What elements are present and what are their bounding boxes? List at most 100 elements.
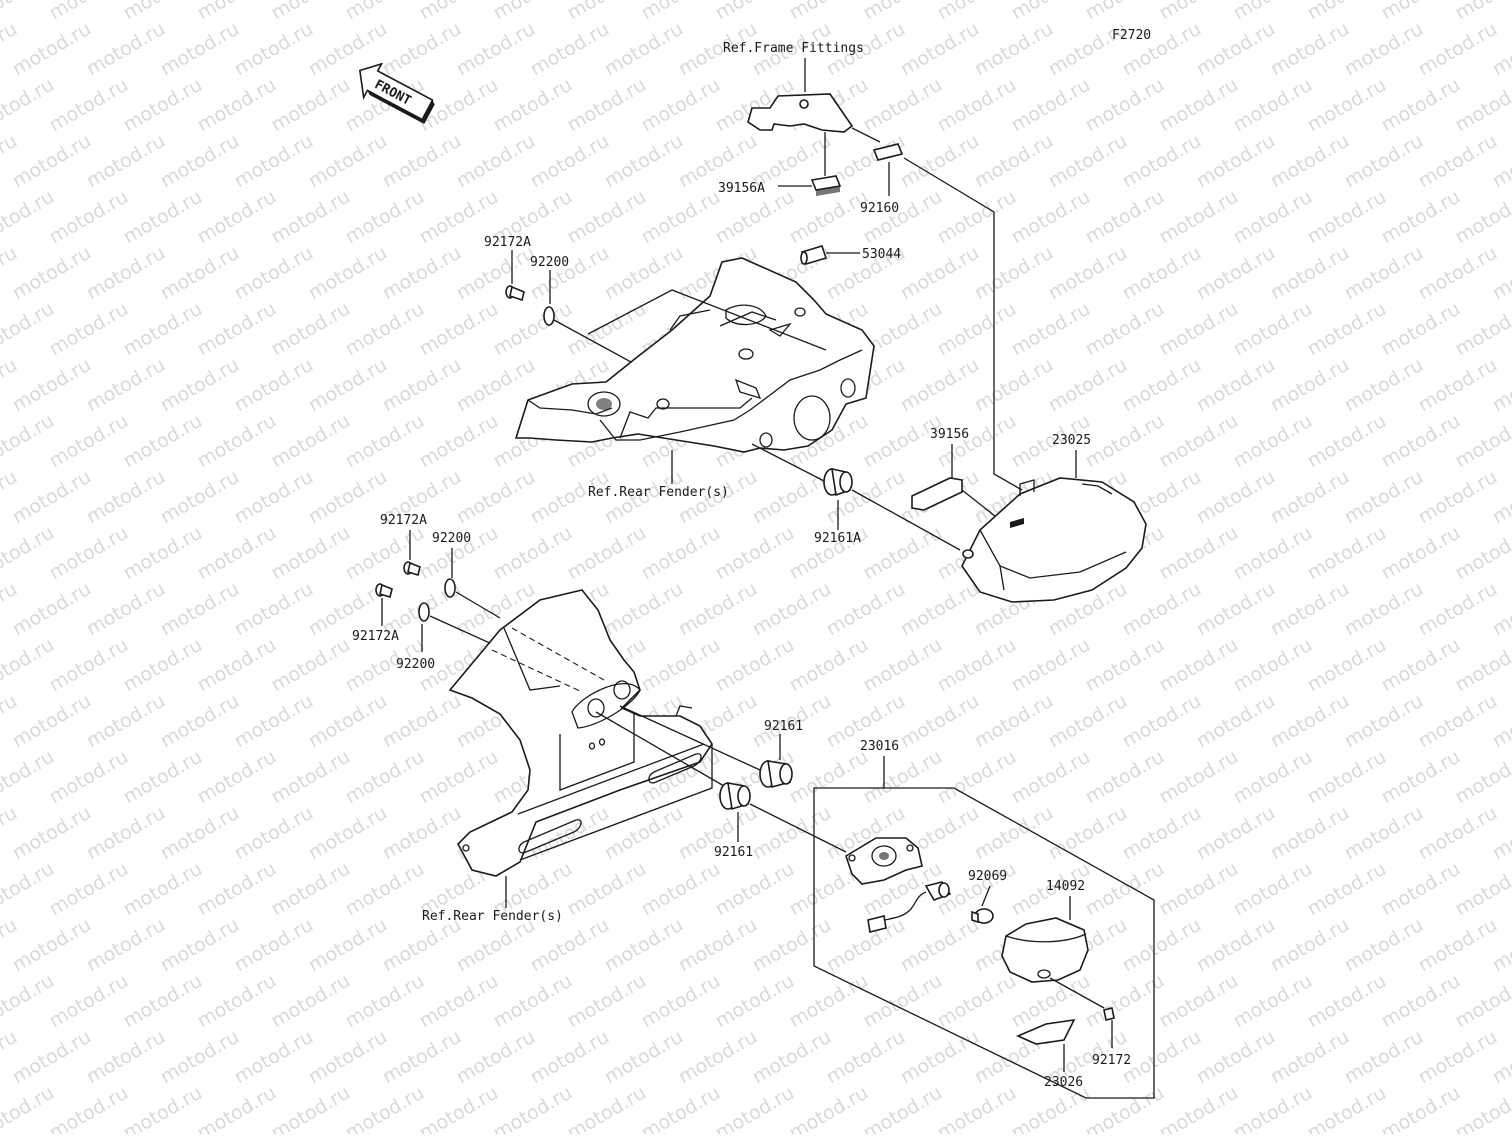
watermark-text: motod.ru [1156,0,1242,24]
watermark-text: motod.ru [490,74,576,137]
watermark-text: motod.ru [157,578,243,641]
watermark-text: motod.ru [1193,18,1279,81]
watermark-text: motod.ru [601,18,687,81]
lens-cover-14092 [1002,918,1088,982]
watermark-text: motod.ru [1230,634,1316,697]
watermark-text: motod.ru [1082,0,1168,24]
label-ref-rear-fender-upper: Ref.Rear Fender(s) [588,485,729,500]
watermark-text: motod.ru [46,410,132,473]
watermark-text: motod.ru [1230,0,1316,24]
watermark-text: motod.ru [268,186,354,249]
watermark-text: motod.ru [712,522,798,585]
watermark-text: motod.ru [564,858,650,921]
watermark-text: motod.ru [1304,0,1390,24]
watermark-text: motod.ru [416,746,502,809]
watermark-text: motod.ru [1378,746,1464,809]
watermark-text: motod.ru [342,0,428,24]
watermark-text: motod.ru [1304,858,1390,921]
watermark-text: motod.ru [601,242,687,305]
watermark-text: motod.ru [897,354,983,417]
label-92172: 92172 [1092,1053,1131,1068]
watermark-text: motod.ru [1156,634,1242,697]
watermark-text: motod.ru [1119,914,1205,977]
watermark-text: motod.ru [1267,242,1353,305]
watermark-text: motod.ru [638,0,724,24]
watermark-text: motod.ru [157,18,243,81]
watermark-text: motod.ru [749,914,835,977]
watermark-text: motod.ru [1119,802,1205,865]
watermark-text: motod.ru [749,578,835,641]
watermark-text: motod.ru [231,130,317,193]
watermark-text: motod.ru [1267,1026,1353,1089]
watermark-text: motod.ru [9,802,95,865]
watermark-text: motod.ru [194,410,280,473]
watermark-text: motod.ru [120,522,206,585]
watermark-text: motod.ru [1415,242,1501,305]
watermark-text: motod.ru [638,186,724,249]
watermark-text: motod.ru [379,354,465,417]
watermark-text: motod.ru [934,0,1020,24]
watermark-text: motod.ru [564,970,650,1033]
watermark-text: motod.ru [231,1026,317,1089]
label-92069: 92069 [968,869,1007,884]
watermark-text: motod.ru [157,914,243,977]
watermark-text: motod.ru [194,634,280,697]
watermark-text: motod.ru [971,18,1057,81]
watermark-text: motod.ru [120,634,206,697]
watermark-text: motod.ru [194,746,280,809]
watermark-text: motod.ru [1193,130,1279,193]
watermark-text: motod.ru [231,578,317,641]
watermark-text: motod.ru [120,298,206,361]
watermark-text: motod.ru [157,242,243,305]
watermark-text: motod.ru [786,186,872,249]
watermark-text: motod.ru [897,242,983,305]
watermark-text: motod.ru [268,410,354,473]
watermark-text: motod.ru [1267,354,1353,417]
screw-92172 [1104,1008,1114,1020]
watermark-text: motod.ru [0,298,58,361]
watermark-text: motod.ru [194,970,280,1033]
watermark-text: motod.ru [601,914,687,977]
watermark-text: motod.ru [971,354,1057,417]
watermark-text: motod.ru [120,858,206,921]
watermark-text: motod.ru [934,970,1020,1033]
watermark-text: motod.ru [1230,858,1316,921]
watermark-text: motod.ru [0,858,58,921]
watermark-text: motod.ru [157,802,243,865]
watermark-text: motod.ru [564,74,650,137]
watermark-text: motod.ru [527,130,613,193]
watermark-text: motod.ru [305,354,391,417]
watermark-text: motod.ru [564,0,650,24]
watermark-text: motod.ru [1082,186,1168,249]
watermark-text: motod.ru [1156,186,1242,249]
grommet-92161-a [760,761,792,787]
watermark-text: motod.ru [9,914,95,977]
watermark-text: motod.ru [1304,186,1390,249]
watermark-text: motod.ru [1156,746,1242,809]
watermark-text: motod.ru [9,354,95,417]
watermark-text: motod.ru [971,690,1057,753]
watermark-text: motod.ru [46,858,132,921]
watermark-text: motod.ru [1304,746,1390,809]
label-23025: 23025 [1052,433,1091,448]
watermark-text: motod.ru [1119,690,1205,753]
watermark-text: motod.ru [1452,858,1512,921]
watermark-text: motod.ru [564,186,650,249]
watermark-text: motod.ru [675,1026,761,1089]
watermark-text: motod.ru [231,354,317,417]
watermark-text: motod.ru [268,858,354,921]
watermark-text: motod.ru [305,1026,391,1089]
watermark-text: motod.ru [1082,746,1168,809]
watermark-text: motod.ru [342,186,428,249]
watermark-text: motod.ru [1045,802,1131,865]
watermark-text: motod.ru [1119,354,1205,417]
watermark-text: motod.ru [1230,746,1316,809]
watermark-text: motod.ru [675,914,761,977]
watermark-text: motod.ru [1156,522,1242,585]
watermark-text: motod.ru [1341,18,1427,81]
watermark-text: motod.ru [46,186,132,249]
watermark-text: motod.ru [1452,410,1512,473]
label-23026: 23026 [1044,1075,1083,1090]
watermark-text: motod.ru [638,522,724,585]
watermark-text: motod.ru [157,690,243,753]
